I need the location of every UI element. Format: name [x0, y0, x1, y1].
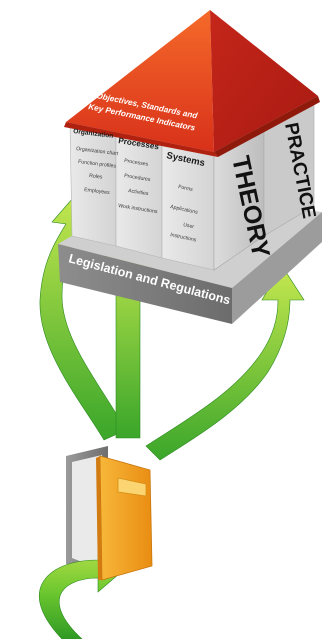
organization-item-3: Roles — [89, 173, 103, 181]
systems-item-2: Applications — [170, 204, 199, 216]
processes-item-3: Activities — [128, 188, 150, 197]
organization-item-4: Employees — [84, 187, 111, 196]
organization-item-1: Organization chart — [76, 146, 119, 157]
processes-item-1: Processes — [124, 158, 149, 168]
door-window — [117, 477, 147, 497]
roof: Objectives, Standards and Key Performanc… — [64, 10, 320, 157]
processes-item-2: Procedures — [124, 173, 152, 183]
columns-block — [69, 95, 315, 271]
door — [38, 446, 153, 639]
organization-item-2: Function profiles — [78, 159, 117, 170]
systems-item-4: Instructions — [170, 232, 198, 243]
systems-item-1: Forms — [178, 184, 194, 193]
organization-title: Organization — [73, 128, 114, 140]
systems-item-3: User — [183, 222, 195, 230]
column-organization: Organization Organization chart Function… — [73, 128, 119, 196]
right-arrow — [145, 265, 305, 461]
